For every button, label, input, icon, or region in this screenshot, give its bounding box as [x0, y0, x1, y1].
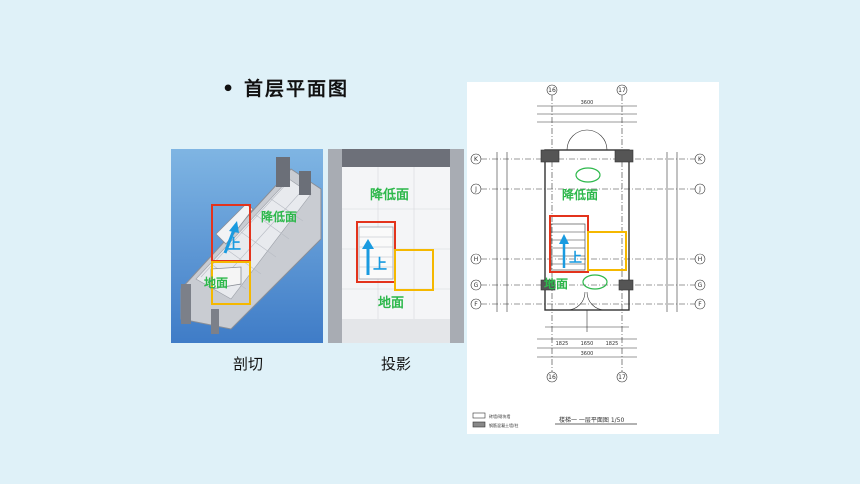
- section-label-ground: 地面: [204, 275, 228, 290]
- projection-caption: 投影: [380, 355, 411, 373]
- axis-bottom-right: 17: [618, 374, 626, 381]
- dim-part-1: 1825: [556, 341, 569, 347]
- projection-yellow-box: [394, 249, 434, 291]
- section-label-lowered: 降低面: [261, 209, 297, 224]
- slide-title-text: 首层平面图: [244, 78, 350, 100]
- projection-label-lowered: 降低面: [370, 187, 409, 203]
- bullet: •: [222, 78, 237, 100]
- plan-drawing-title: 楼梯一 一层平面图 1/50: [559, 416, 624, 424]
- floor-plan-drawing: 16 17 16 17 K J H G F K J H G F 3600 182…: [467, 82, 719, 434]
- dim-total-bottom: 3600: [581, 351, 594, 357]
- axis-row-f-right: F: [698, 301, 702, 308]
- projection-label-up: 上: [373, 257, 387, 273]
- section-caption: 剖切: [232, 355, 263, 373]
- axis-top-right: 17: [618, 87, 626, 94]
- dim-part-2: 1650: [581, 341, 594, 347]
- axis-row-f-left: F: [474, 301, 478, 308]
- plan-label-lowered: 降低面: [562, 187, 598, 202]
- slide-title: • 首层平面图: [222, 74, 349, 101]
- axis-row-h-left: H: [474, 256, 479, 263]
- axis-row-k-left: K: [474, 156, 479, 163]
- dim-total-top: 3600: [581, 100, 594, 106]
- axis-row-j-right: J: [698, 186, 701, 193]
- section-label-up: 上: [227, 237, 241, 253]
- projection-label-ground: 地面: [378, 295, 404, 311]
- axis-row-h-right: H: [698, 256, 703, 263]
- axis-row-g-left: G: [474, 282, 479, 289]
- plan-yellow-box: [587, 231, 627, 271]
- axis-row-g-right: G: [698, 282, 703, 289]
- axis-row-j-left: J: [474, 186, 477, 193]
- legend-item-2: 钢筋混凝土墙/柱: [489, 422, 518, 428]
- section-view-image: 上 降低面 地面: [171, 149, 323, 343]
- dim-part-3: 1825: [606, 341, 619, 347]
- section-yellow-box: [211, 261, 251, 305]
- plan-label-ground: 地面: [544, 276, 568, 291]
- legend-item-1: 砖墙/砌块墙: [489, 413, 510, 419]
- axis-row-k-right: K: [698, 156, 703, 163]
- projection-view-image: 上 降低面 地面: [328, 149, 464, 343]
- axis-top-left: 16: [548, 87, 556, 94]
- axis-bottom-left: 16: [548, 374, 556, 381]
- plan-label-up: 上: [569, 251, 582, 266]
